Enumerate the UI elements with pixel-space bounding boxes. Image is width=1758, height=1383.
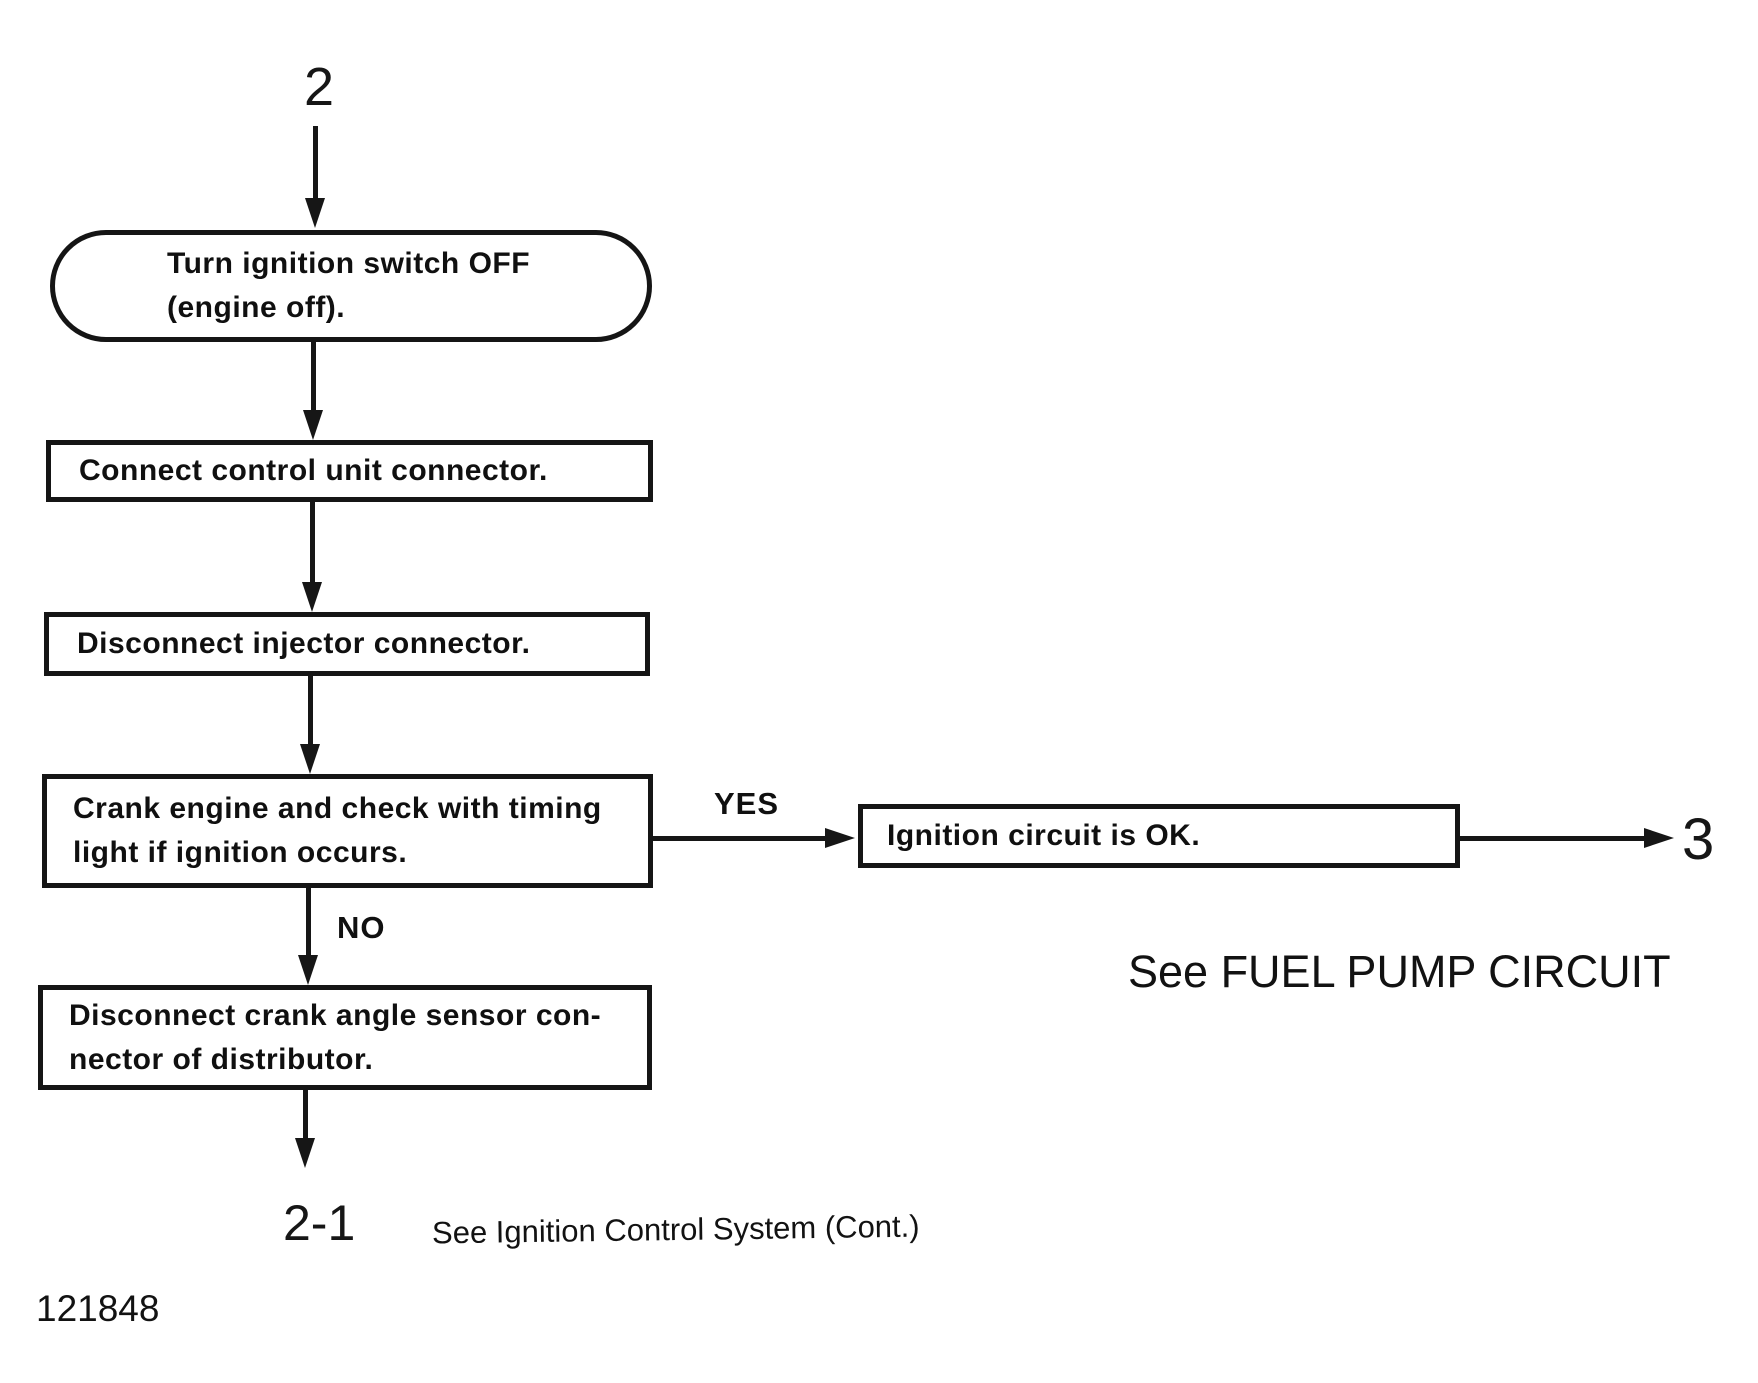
arrow-disconnect-to-crank-icon: [299, 676, 321, 774]
arrow-ignition-ok-to-exit-icon: [1460, 827, 1674, 849]
node-text: Disconnect injector connector.: [77, 627, 531, 660]
node-text: (engine off).: [167, 291, 346, 324]
arrow-no-to-disconnect-sensor-icon: [297, 888, 319, 985]
arrow-entry-to-start-icon: [304, 126, 326, 228]
node-text: Disconnect crank angle sensor con-: [69, 998, 602, 1032]
entry-connector-label: 2: [303, 57, 335, 117]
yes-branch-label: YES: [714, 786, 780, 821]
arrow-connect-to-disconnect-icon: [301, 502, 323, 612]
node-text: Connect control unit connector.: [79, 454, 548, 487]
node-ignition-circuit-ok: Ignition circuit is OK.: [858, 804, 1460, 868]
node-turn-ignition-off: Turn ignition switch OFF (engine off).: [50, 230, 652, 342]
arrow-start-to-connect-icon: [302, 342, 324, 440]
node-disconnect-injector: Disconnect injector connector.: [44, 612, 650, 676]
node-text: Turn ignition switch OFF: [167, 247, 531, 280]
arrow-yes-to-ignition-ok-icon: [653, 827, 855, 849]
no-branch-label: NO: [337, 910, 386, 945]
node-text: light if ignition occurs.: [73, 836, 408, 869]
arrow-to-exit-bottom-icon: [294, 1090, 316, 1168]
figure-number: 121848: [36, 1288, 160, 1329]
node-text: nector of distributor.: [69, 1042, 374, 1076]
exit-bottom-connector-label: 2-1: [283, 1195, 356, 1251]
ignition-control-cont-note: See Ignition Control System (Cont.): [431, 1208, 920, 1251]
exit-right-connector-label: 3: [1682, 807, 1715, 872]
node-disconnect-crank-angle-sensor: Disconnect crank angle sensor con- necto…: [38, 985, 652, 1090]
node-text: Crank engine and check with timing: [73, 792, 602, 825]
node-connect-control-unit: Connect control unit connector.: [46, 440, 653, 502]
node-text: Ignition circuit is OK.: [887, 819, 1201, 852]
node-crank-engine-check-timing: Crank engine and check with timing light…: [42, 774, 653, 888]
fuel-pump-circuit-note: See FUEL PUMP CIRCUIT: [1128, 946, 1671, 997]
